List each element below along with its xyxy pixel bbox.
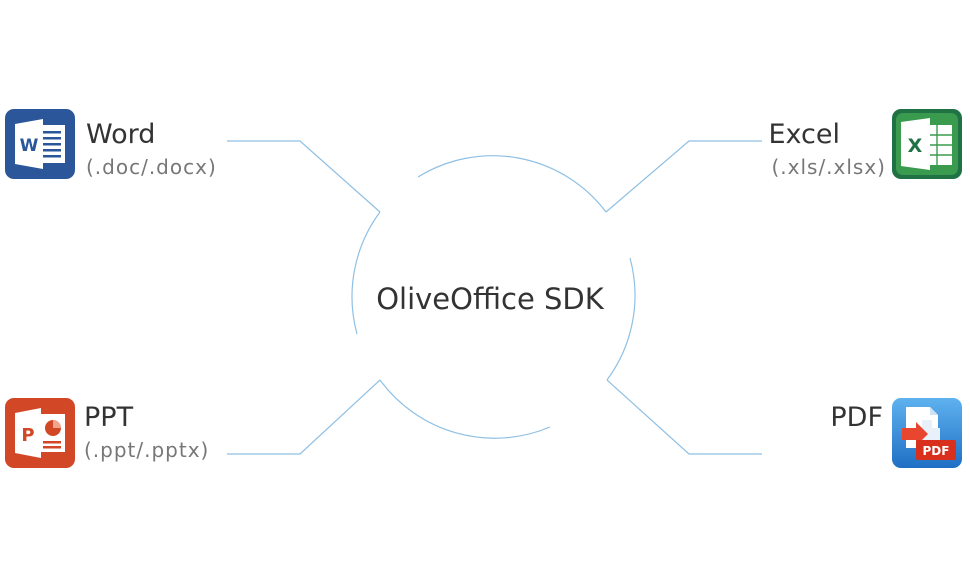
svg-text:PDF: PDF [923,444,950,458]
svg-text:X: X [908,135,923,157]
hub-arc-top [417,155,607,213]
hub-arc-bottom [379,379,551,439]
ppt-label: PPT [84,402,134,433]
word-icon: W [5,109,75,179]
powerpoint-icon: P [5,398,75,468]
excel-label: Excel [768,119,840,150]
connector-word [227,140,381,213]
svg-text:W: W [20,136,39,156]
hub-arc-right [606,257,636,381]
connector-excel [605,140,762,213]
ppt-extensions: (.ppt/.pptx) [84,438,210,462]
pdf-icon: PDF [892,398,962,468]
hub-title: OliveOffice SDK [376,282,604,316]
word-extensions: (.doc/.docx) [86,155,217,179]
excel-icon: X [892,109,962,179]
excel-extensions: (.xls/.xlsx) [771,155,886,179]
pdf-label: PDF [830,402,883,433]
hub-arc-left [351,211,381,335]
word-label: Word [86,119,156,150]
connector-ppt [227,379,381,455]
connector-pdf [606,379,762,455]
svg-text:P: P [21,425,34,446]
